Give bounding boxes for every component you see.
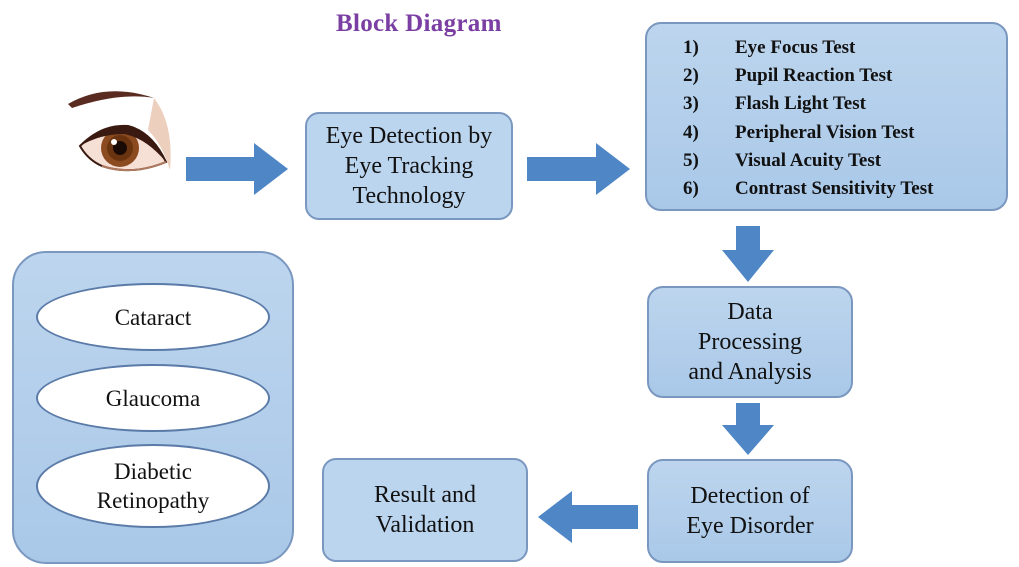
test-item: 3)Flash Light Test <box>683 93 866 115</box>
node-test-list: 1)Eye Focus Test 2)Pupil Reaction Test 3… <box>645 22 1008 211</box>
eye-icon <box>68 91 171 172</box>
diagram-title: Block Diagram <box>336 10 502 37</box>
node-detection-disorder: Detection of Eye Disorder <box>647 459 853 563</box>
test-item: 1)Eye Focus Test <box>683 37 856 58</box>
arrow-processing-to-disorder <box>722 403 774 455</box>
test-item: 2)Pupil Reaction Test <box>683 65 893 87</box>
test-item: 6)Contrast Sensitivity Test <box>683 178 934 200</box>
disorder-ellipse-glaucoma: Glaucoma <box>36 364 270 432</box>
arrow-disorder-to-result <box>538 491 638 543</box>
test-item: 4)Peripheral Vision Test <box>683 121 915 143</box>
arrow-detection-to-tests <box>527 143 630 195</box>
node-eye-detection: Eye Detection by Eye Tracking Technology <box>305 112 513 220</box>
disorder-ellipse-diabetic-retinopathy: Diabetic Retinopathy <box>36 444 270 528</box>
arrow-eye-to-detection <box>186 143 288 195</box>
arrow-tests-to-processing <box>722 226 774 282</box>
test-item: 5)Visual Acuity Test <box>683 149 882 171</box>
node-result-validation: Result and Validation <box>322 458 528 562</box>
node-data-processing: Data Processing and Analysis <box>647 286 853 398</box>
test-list: 1)Eye Focus Test 2)Pupil Reaction Test 3… <box>683 34 933 203</box>
disorder-ellipse-cataract: Cataract <box>36 283 270 351</box>
